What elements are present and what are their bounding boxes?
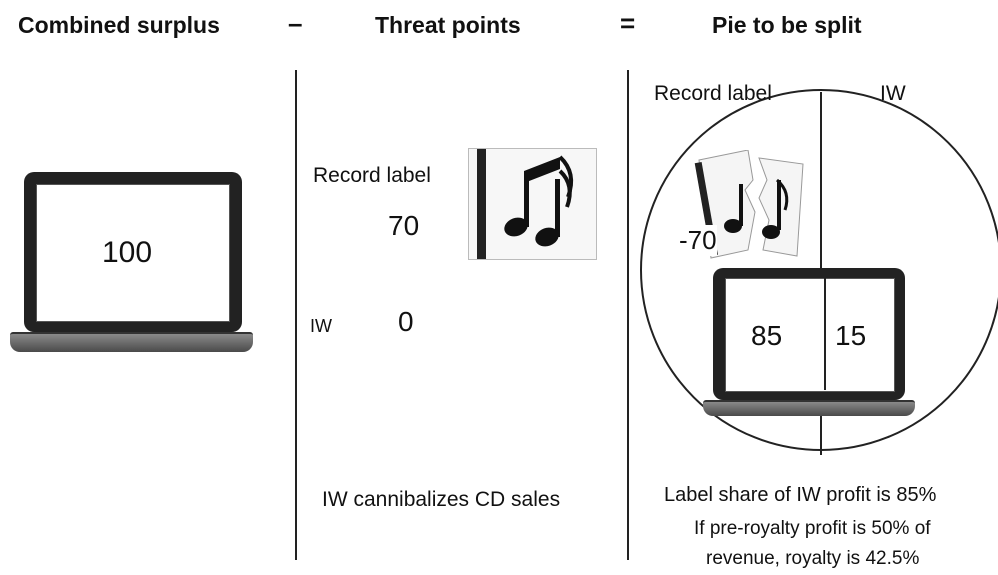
threat-iw-value: 0: [398, 306, 414, 337]
note-royalty-line1: If pre-royalty profit is 50% of: [694, 518, 931, 539]
pie-laptop-icon: 85 15: [703, 268, 915, 418]
threat-record-label: Record label: [313, 164, 431, 187]
divider-left: [295, 70, 297, 560]
combined-surplus-value: 100: [102, 236, 153, 269]
equals-operator: =: [620, 8, 636, 38]
pie-iw-label: IW: [880, 82, 906, 105]
threat-iw-label: IW: [310, 316, 332, 336]
pie-record-label: Record label: [654, 82, 772, 105]
pie-iw-share: 15: [835, 320, 867, 351]
header-threat-points: Threat points: [375, 12, 521, 38]
threat-record-label-value: 70: [388, 210, 420, 241]
threat-caption: IW cannibalizes CD sales: [322, 488, 561, 511]
laptop-icon: 100: [10, 172, 255, 354]
divider-right: [627, 70, 629, 560]
pie-label-share: 85: [751, 320, 783, 351]
header-combined-surplus: Combined surplus: [18, 12, 220, 38]
note-royalty-line2: revenue, royalty is 42.5%: [706, 548, 920, 569]
music-note-icon: [468, 148, 597, 260]
note-label-share: Label share of IW profit is 85%: [664, 484, 937, 506]
pie-negative-value: -70: [679, 225, 717, 256]
minus-operator: –: [288, 8, 303, 38]
torn-music-icon: [693, 149, 813, 260]
header-pie-to-be-split: Pie to be split: [712, 12, 862, 38]
